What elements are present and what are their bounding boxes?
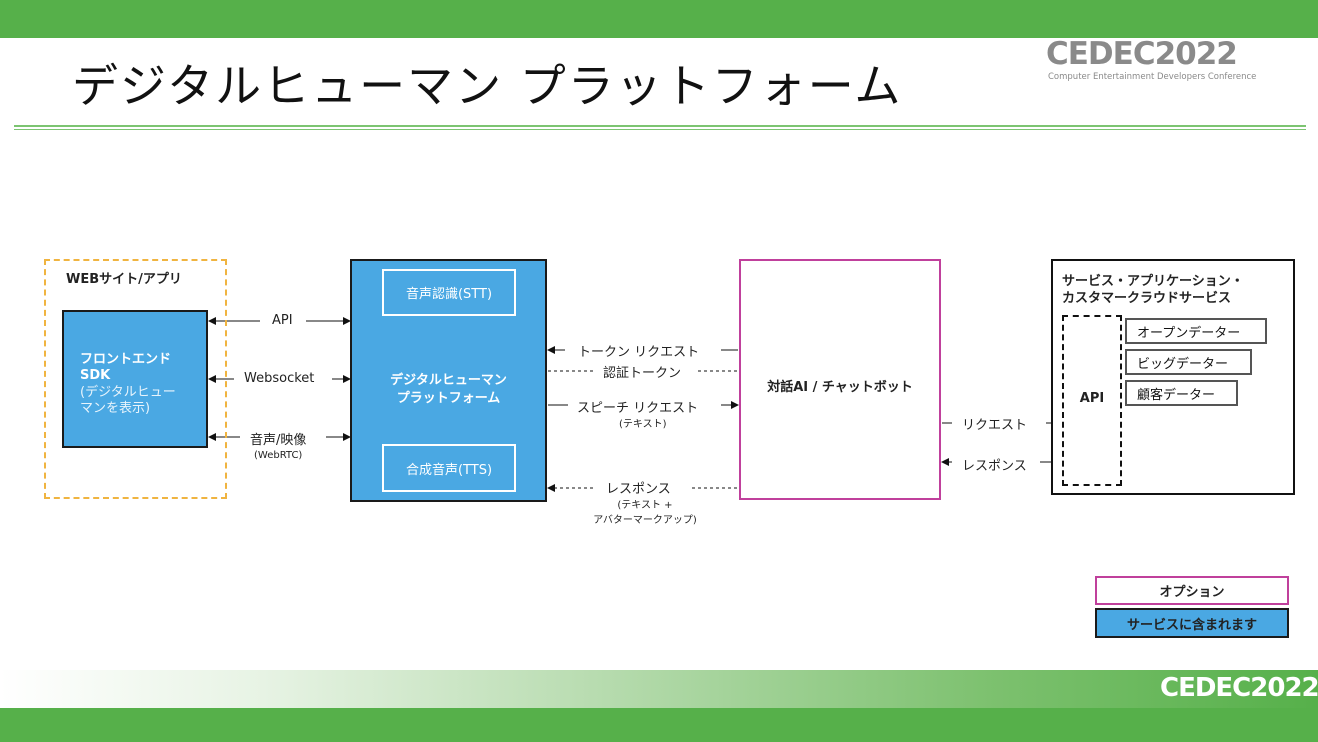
token-request-label: トークン リクエスト (578, 345, 700, 360)
av-label: 音声/映像 (250, 433, 307, 448)
services-api-label: API (1079, 391, 1105, 406)
api-dashed-box (1062, 315, 1122, 486)
frontend-sdk-subtitle: (デジタルヒュー マンを表示) (80, 385, 176, 416)
footer-cedec-logo: CEDEC2022 (1160, 673, 1318, 703)
slide-title: デジタルヒューマン プラットフォーム (72, 59, 903, 113)
big-data-item: ビッグデーター (1125, 349, 1252, 375)
tts-box: 合成音声(TTS) (382, 444, 516, 492)
speech-request-sub: (テキスト) (619, 419, 667, 430)
stt-box: 音声認識(STT) (382, 269, 516, 316)
speech-request-label: スピーチ リクエスト (577, 401, 699, 416)
legend-option: オプション (1095, 576, 1289, 605)
footer-gradient-band (0, 670, 1318, 708)
top-bar (0, 0, 1318, 38)
conversational-ai-title: 対話AI / チャットボット (767, 380, 913, 395)
footer-bar (0, 708, 1318, 742)
platform-title: デジタルヒューマン プラットフォーム (390, 373, 507, 406)
request-label: リクエスト (962, 418, 1028, 433)
legend-included: サービスに含まれます (1095, 608, 1289, 638)
web-app-title: WEBサイト/アプリ (66, 272, 182, 287)
response-sub: (テキスト + アバターマークアップ) (593, 500, 697, 526)
conversational-ai-box (739, 259, 941, 500)
services-title: サービス・アプリケーション・ カスタマークラウドサービス (1062, 274, 1244, 306)
frontend-sdk-box (62, 310, 208, 448)
header-rule-thin (14, 129, 1306, 130)
response-right-label: レスポンス (962, 459, 1027, 474)
api-label: API (272, 313, 293, 328)
web-app-container (44, 259, 227, 499)
response-label: レスポンス (606, 482, 671, 497)
header-rule (14, 125, 1306, 127)
frontend-sdk-title: フロントエンド SDK (80, 352, 172, 383)
services-box (1051, 259, 1295, 495)
cedec-logo-subtitle: Computer Entertainment Developers Confer… (1048, 72, 1257, 82)
websocket-label: Websocket (244, 371, 315, 386)
open-data-item: オープンデーター (1125, 318, 1267, 344)
auth-token-label: 認証トークン (603, 366, 682, 381)
cedec-logo: CEDEC2022 (1046, 36, 1238, 72)
webrtc-label: (WebRTC) (254, 450, 303, 461)
customer-data-item: 顧客データー (1125, 380, 1238, 406)
